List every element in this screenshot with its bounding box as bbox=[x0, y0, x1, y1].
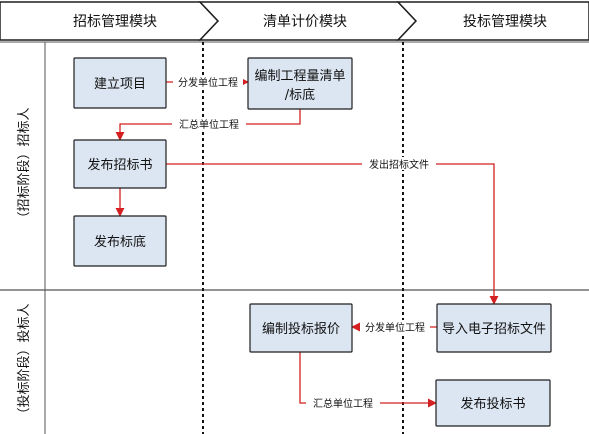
edge-label-bg-5 bbox=[306, 396, 380, 409]
box-import-tender-file-label: 导入电子招标文件 bbox=[442, 322, 546, 337]
edge-label-distribute-1: 分发单位工程 bbox=[178, 76, 238, 89]
column-header-3: 投标管理模块 bbox=[463, 14, 547, 30]
box-compile-bid-price: 编制投标报价 bbox=[249, 303, 353, 353]
box-compile-bill: 编制工程量清单 /标底 bbox=[247, 57, 353, 110]
edge-label-bg-3 bbox=[362, 157, 436, 170]
arrow-compile-bid-to-publish-bid bbox=[299, 352, 437, 408]
box-compile-bill-label-1: 编制工程量清单 bbox=[254, 69, 345, 84]
lane-label-tenderer: （招标阶段）招标人 bbox=[17, 107, 32, 224]
edge-label-issue-tender-file: 发出招标文件 bbox=[369, 158, 429, 171]
column-header-1: 招标管理模块 bbox=[73, 14, 157, 30]
box-publish-tender-doc: 发布招标书 bbox=[73, 139, 167, 189]
edge-label-summarize-2: 汇总单位工程 bbox=[313, 397, 373, 410]
box-publish-bid-doc-label: 发布投标书 bbox=[460, 396, 525, 412]
box-publish-base-price: 发布标底 bbox=[73, 215, 167, 267]
box-compile-bid-price-label: 编制投标报价 bbox=[262, 321, 340, 337]
edge-label-bg-2 bbox=[172, 117, 246, 130]
edge-label-bg-1 bbox=[173, 75, 243, 88]
arrow-publish-tender-to-import bbox=[166, 163, 499, 305]
box-publish-base-price-label: 发布标底 bbox=[94, 234, 146, 250]
box-import-tender-file: 导入电子招标文件 bbox=[436, 303, 552, 353]
edge-label-distribute-2: 分发单位工程 bbox=[365, 321, 425, 334]
box-create-project: 建立项目 bbox=[73, 57, 167, 109]
box-publish-tender-doc-label: 发布招标书 bbox=[87, 157, 152, 173]
edge-label-summarize-1: 汇总单位工程 bbox=[179, 118, 239, 131]
box-publish-bid-doc: 发布投标书 bbox=[435, 379, 551, 427]
box-create-project-label: 建立项目 bbox=[94, 77, 146, 92]
column-header-2: 清单计价模块 bbox=[263, 14, 347, 30]
box-compile-bill-label-2: /标底 bbox=[285, 87, 315, 103]
column-header-3-shape bbox=[396, 1, 589, 41]
edge-label-bg-4 bbox=[360, 320, 430, 333]
lane-label-bidder: （投标阶段）投标人 bbox=[16, 303, 32, 420]
